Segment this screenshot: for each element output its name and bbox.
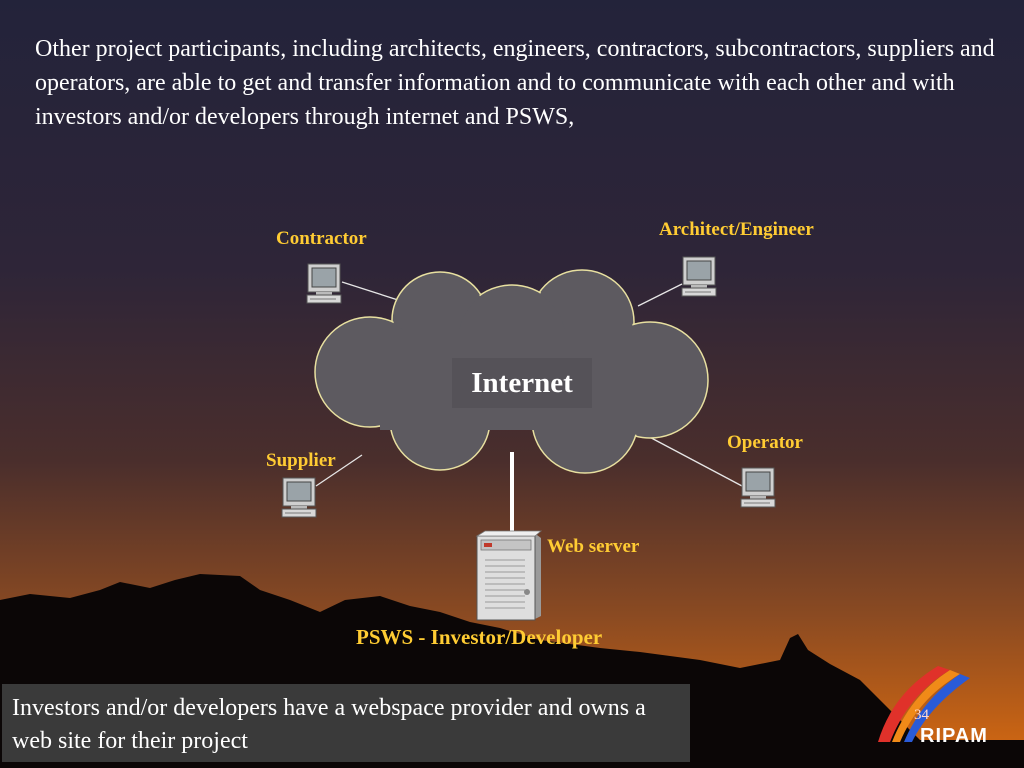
page-number: 34 — [914, 707, 929, 723]
web-server-label: Web server — [547, 536, 640, 557]
line-architect — [637, 283, 683, 307]
supplier-label: Supplier — [266, 450, 336, 471]
internet-label: Internet — [452, 358, 592, 408]
line-supplier — [315, 454, 363, 487]
computer-icon — [681, 256, 717, 297]
logo-text: RIPAM — [920, 725, 988, 747]
contractor-label: Contractor — [276, 228, 367, 249]
connector-lines — [315, 281, 743, 487]
architect-engineer-label: Architect/Engineer — [659, 219, 814, 240]
operator-label: Operator — [727, 432, 803, 453]
intro-paragraph: Other project participants, including ar… — [35, 36, 995, 130]
computer-icon — [306, 263, 342, 304]
line-contractor — [341, 281, 399, 301]
ripam-logo — [878, 666, 970, 742]
footer-caption: Investors and/or developers have a websp… — [2, 684, 690, 762]
computer-icon — [740, 467, 776, 508]
computer-icon — [281, 477, 317, 518]
psws-investor-developer-label: PSWS - Investor/Developer — [356, 625, 603, 649]
server-icon — [475, 530, 543, 621]
line-operator — [639, 431, 743, 487]
